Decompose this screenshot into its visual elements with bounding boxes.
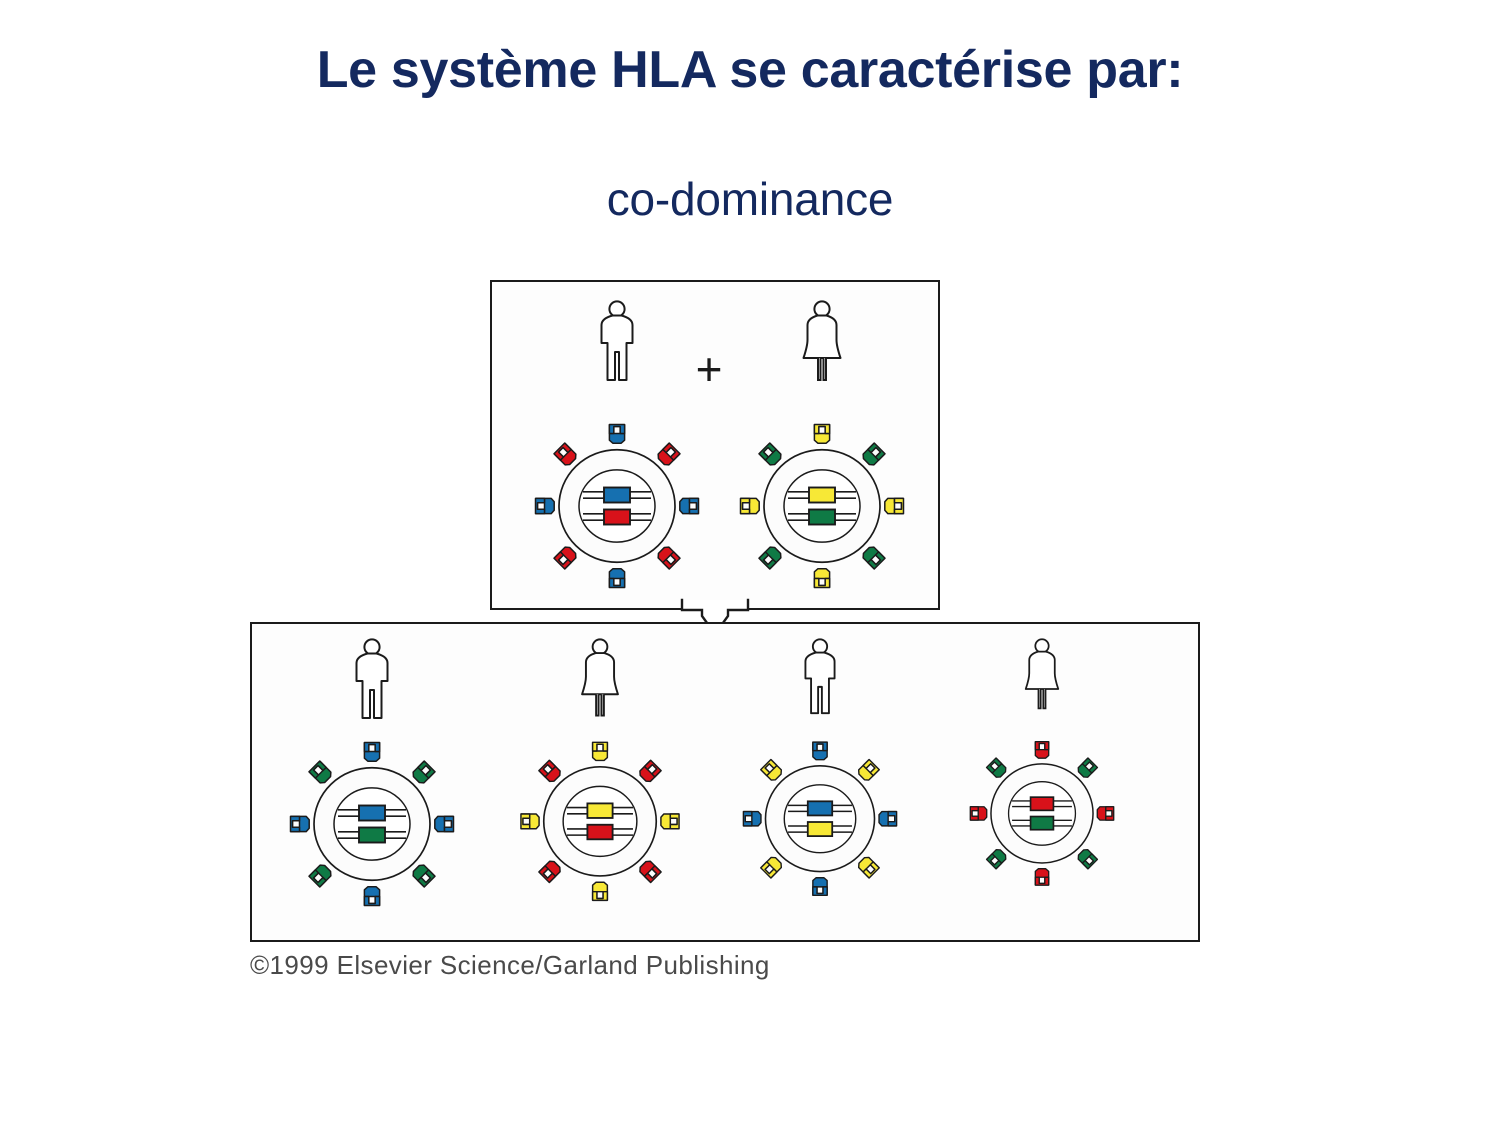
cell-with-mhc-icon — [965, 736, 1120, 891]
cell-with-mhc-icon — [737, 736, 902, 901]
hla-codominance-figure: + — [240, 280, 1200, 990]
offspring-panel — [250, 622, 1200, 942]
copyright-notice: ©1999 Elsevier Science/Garland Publishin… — [250, 950, 770, 980]
cell-with-mhc-icon — [515, 736, 686, 907]
male-figure-icon — [594, 300, 640, 384]
cell-with-mhc-icon — [284, 736, 460, 912]
plus-icon: + — [695, 343, 723, 395]
page-subtitle: co-dominance — [606, 173, 894, 225]
page-title: Le système HLA se caractérise par: — [316, 41, 1184, 99]
parents-panel: + — [490, 280, 940, 610]
male-figure-icon — [349, 638, 395, 722]
female-figure-icon — [578, 638, 623, 719]
male-figure-icon — [798, 638, 841, 717]
cell-with-mhc-icon — [529, 418, 705, 594]
female-figure-icon — [1022, 638, 1062, 712]
female-figure-icon — [799, 300, 845, 384]
cell-with-mhc-icon — [734, 418, 910, 594]
